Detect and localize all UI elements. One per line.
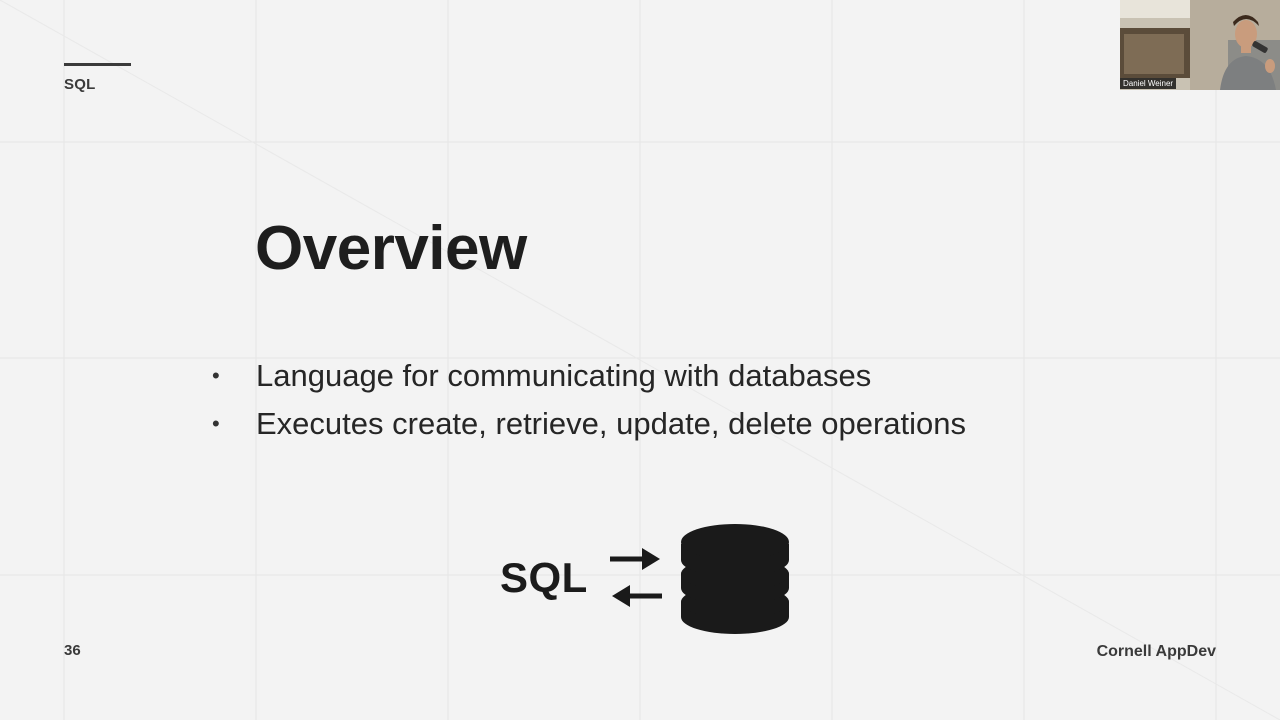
arrow-right-icon — [610, 548, 660, 570]
section-label: SQL — [64, 76, 96, 93]
bullet-text: Language for communicating with database… — [256, 358, 872, 393]
slide-title: Overview — [255, 214, 527, 283]
database-icon — [681, 524, 789, 634]
section-divider — [64, 63, 131, 66]
organization-name: Cornell AppDev — [1096, 643, 1216, 660]
participant-name-tag: Daniel Weiner — [1120, 78, 1177, 89]
bullet-text: Executes create, retrieve, update, delet… — [256, 406, 966, 441]
speaker-video-feed[interactable]: Daniel Weiner — [1120, 0, 1280, 90]
arrow-left-icon — [612, 585, 662, 607]
bullet-marker: • — [212, 363, 220, 388]
bullet-item: • Language for communicating with databa… — [210, 352, 966, 400]
sql-database-diagram: SQL — [490, 520, 800, 640]
page-number: 36 — [64, 642, 81, 659]
webcam-scene — [1120, 0, 1280, 90]
bullet-item: • Executes create, retrieve, update, del… — [210, 400, 966, 448]
diagram-sql-label: SQL — [500, 554, 588, 601]
bullet-list: • Language for communicating with databa… — [210, 352, 966, 448]
bullet-marker: • — [212, 411, 220, 436]
